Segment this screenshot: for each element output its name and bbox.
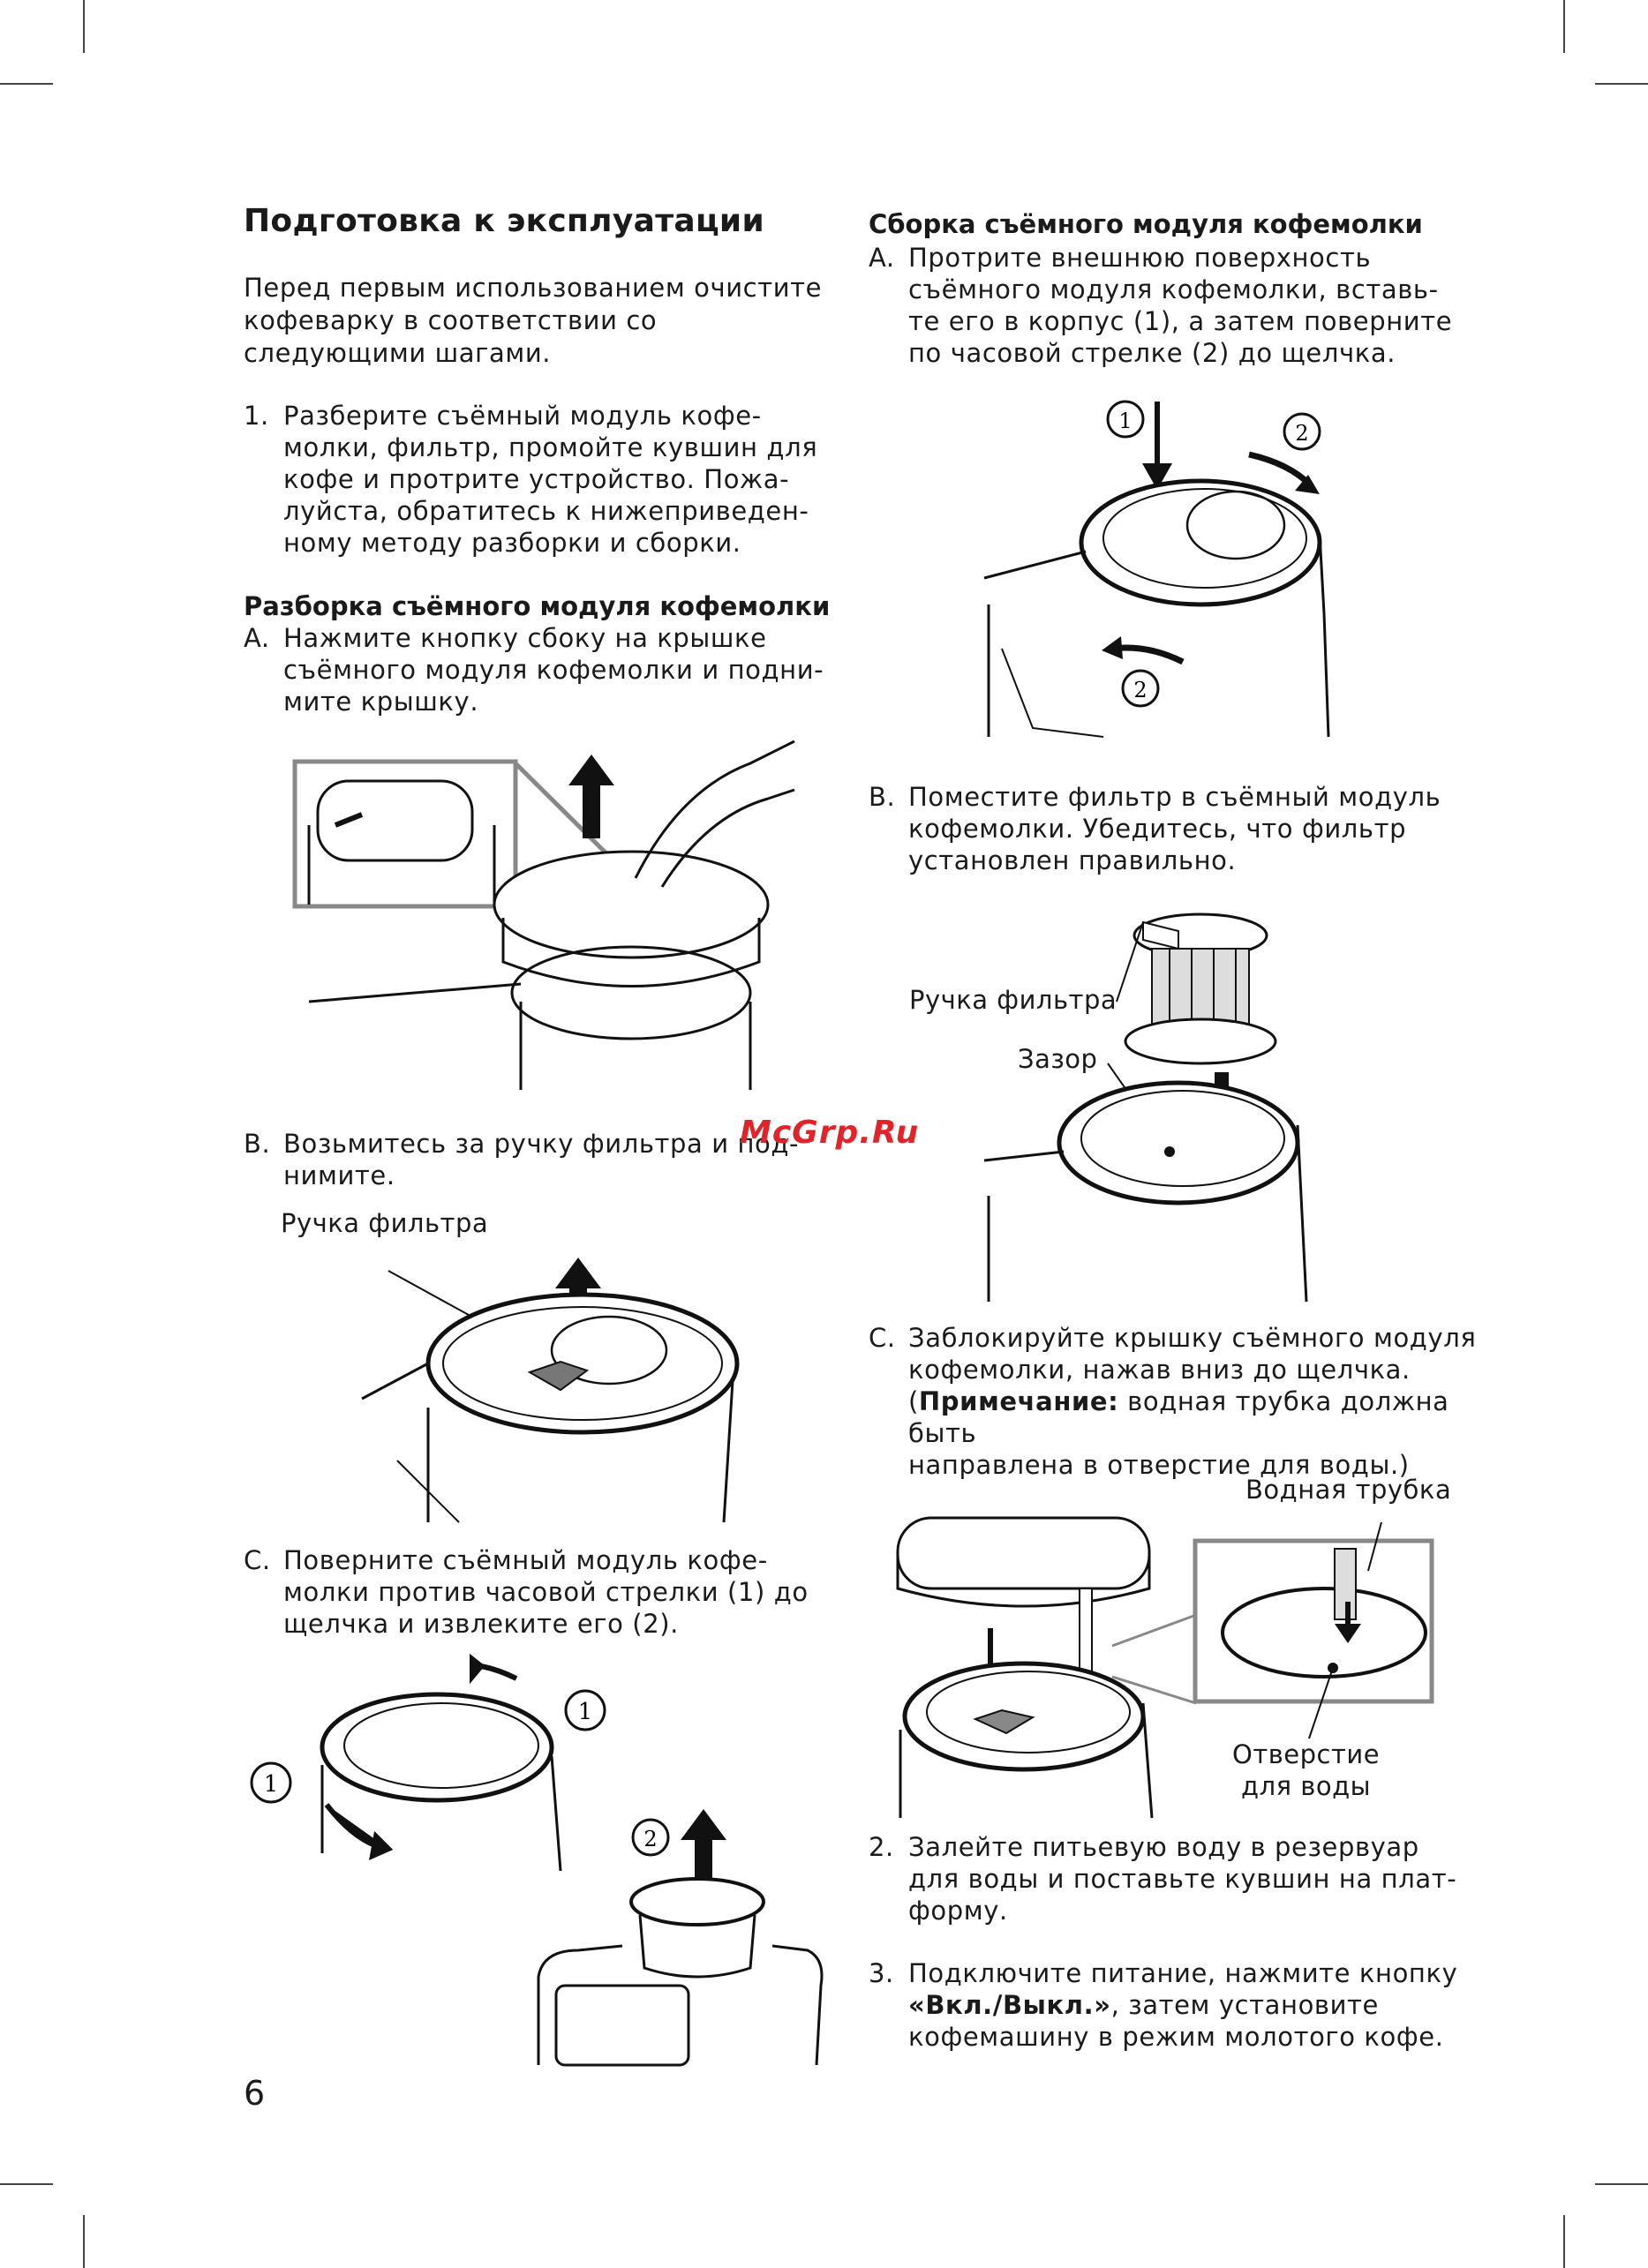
disassembly-heading: Разборка съёмного модуля кофемолки <box>244 591 831 621</box>
step-text: Заблокируйте крышку съёмного модуля кофе… <box>908 1322 1482 1481</box>
step-marker: 2. <box>869 1832 894 1862</box>
step-text: Нажмите кнопку сбоку на крышке съёмного … <box>283 623 824 717</box>
callout-2: 2 <box>643 1827 657 1851</box>
watermark: McGrp.Ru <box>740 1115 920 1151</box>
assembly-step-a: A. Протрите внешнюю поверхность съёмного… <box>869 242 1469 374</box>
step-marker: C. <box>869 1323 896 1353</box>
disassembly-step-b: B. Возьмитесь за ручку фильтра и под- ни… <box>244 1128 844 1198</box>
page-number: 6 <box>244 2074 266 2113</box>
callout-1: 1 <box>578 1699 593 1725</box>
crop-mark <box>1563 2215 1565 2268</box>
illustration-module-removal: 1 1 2 <box>243 1650 825 2065</box>
note-text: водная трубка должна быть направлена в о… <box>908 1386 1449 1480</box>
step-text-post: , затем установите кофемашину в режим мо… <box>908 1990 1444 2052</box>
step-text: Поместите фильтр в съёмный модуль кофемо… <box>908 782 1441 875</box>
note-label: Примечание: <box>918 1386 1119 1416</box>
assembly-heading: Сборка съёмного модуля кофемолки <box>869 209 1423 239</box>
step-marker: C. <box>244 1545 271 1575</box>
illustration-lid-removal <box>291 737 794 1090</box>
crop-mark <box>1595 83 1648 85</box>
page-title: Подготовка к эксплуатации <box>244 203 764 239</box>
step-marker: 1. <box>244 401 269 431</box>
step-text: Возьмитесь за ручку фильтра и под- нимит… <box>283 1129 800 1190</box>
crop-mark <box>83 0 85 53</box>
step-marker: B. <box>244 1129 271 1159</box>
illustration-filter-insert <box>980 896 1359 1302</box>
label-filter-handle: Ручка фильтра <box>909 985 1117 1015</box>
callout-2: 2 <box>1295 421 1308 446</box>
step-text: Поверните съёмный модуль кофе- молки про… <box>283 1545 809 1639</box>
callout-1: 1 <box>1118 409 1132 433</box>
crop-mark <box>1595 2183 1648 2185</box>
crop-mark <box>0 83 53 85</box>
step-marker: A. <box>869 243 895 273</box>
step-text: Разберите съёмный модуль кофе- молки, фи… <box>283 401 818 558</box>
step-2: 2. Залейте питьевую воду в резервуар для… <box>869 1831 1469 1928</box>
illustration-lid-lock <box>878 1500 1443 1818</box>
label-gap: Зазор <box>1018 1044 1098 1074</box>
power-button-name: «Вкл./Выкл.» <box>908 1990 1111 2020</box>
intro-text: Перед первым использованием очистите коф… <box>244 273 823 368</box>
step-3: 3. Подключите питание, нажмите кнопку «В… <box>869 1957 1469 2054</box>
step-text: Протрите внешнюю поверхность съёмного мо… <box>908 243 1453 368</box>
label-water-tube: Водная трубка <box>1245 1475 1452 1505</box>
callout-1: 1 <box>264 1771 279 1798</box>
step-marker: B. <box>869 782 896 812</box>
crop-mark <box>83 2215 85 2268</box>
disassembly-step-c: C. Поверните съёмный модуль кофе- молки … <box>244 1544 844 1641</box>
step-text: Залейте питьевую воду в резервуар для во… <box>908 1832 1457 1926</box>
illustration-filter-lift <box>371 1258 741 1522</box>
label-water-hole: Отверстие для воды <box>1232 1739 1381 1801</box>
callout-2: 2 <box>1133 678 1147 702</box>
assembly-step-c: C. Заблокируйте крышку съёмного модуля к… <box>869 1322 1486 1480</box>
crop-mark <box>1563 0 1565 53</box>
step-marker: A. <box>244 623 270 653</box>
label-filter-handle: Ручка фильтра <box>281 1208 489 1238</box>
step-text-pre: Подключите питание, нажмите кнопку <box>908 1958 1458 1988</box>
step-text: Подключите питание, нажмите кнопку «Вкл.… <box>908 1957 1473 2053</box>
disassembly-step-a: A. Нажмите кнопку сбоку на крышке съёмно… <box>244 622 844 719</box>
step-marker: 3. <box>869 1958 894 1988</box>
step-text-main: Заблокируйте крышку съёмного модуля кофе… <box>908 1323 1477 1385</box>
assembly-step-b: B. Поместите фильтр в съёмный модуль коф… <box>869 781 1469 878</box>
crop-mark <box>0 2183 53 2185</box>
note-open: ( <box>908 1386 919 1416</box>
step-1: 1. Разберите съёмный модуль кофе- молки,… <box>244 400 844 567</box>
illustration-module-insert: 1 2 2 <box>980 393 1351 737</box>
